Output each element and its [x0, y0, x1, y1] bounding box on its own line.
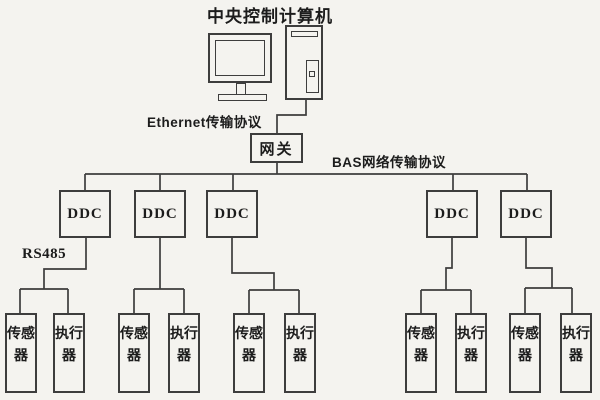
ethernet-protocol-label: Ethernet传输协议	[147, 115, 262, 130]
sensor-box-3: 传感器	[233, 313, 265, 393]
wire-ddc1-devices	[19, 238, 87, 313]
monitor-screen-icon	[215, 40, 265, 76]
gateway-box: 网关	[250, 133, 303, 163]
actuator-box-3: 执行器	[284, 313, 316, 393]
ddc-box-2: DDC	[134, 190, 186, 238]
sensor-box-5: 传感器	[509, 313, 541, 393]
wire-ddc3-devices	[231, 238, 300, 313]
sensor-box-4: 传感器	[405, 313, 437, 393]
wire-ddc5-devices	[524, 238, 573, 313]
wire-ddc2-devices	[133, 238, 185, 313]
actuator-box-1: 执行器	[53, 313, 85, 393]
tower-button-icon	[309, 71, 315, 77]
actuator-box-4: 执行器	[455, 313, 487, 393]
monitor-base-icon	[218, 94, 267, 101]
bas-protocol-label: BAS网络传输协议	[332, 155, 447, 170]
ddc-box-5: DDC	[500, 190, 552, 238]
sensor-box-1: 传感器	[5, 313, 37, 393]
actuator-box-5: 执行器	[560, 313, 592, 393]
rs485-label: RS485	[22, 246, 67, 262]
sensor-box-2: 传感器	[118, 313, 150, 393]
wire-computer-gateway	[276, 100, 307, 133]
actuator-box-2: 执行器	[168, 313, 200, 393]
ddc-box-3: DDC	[206, 190, 258, 238]
central-computer-title: 中央控制计算机	[207, 7, 333, 26]
wire-ddc4-devices	[420, 238, 472, 313]
tower-drive-slot-icon	[291, 31, 318, 37]
ddc-box-4: DDC	[426, 190, 478, 238]
ddc-box-1: DDC	[59, 190, 111, 238]
